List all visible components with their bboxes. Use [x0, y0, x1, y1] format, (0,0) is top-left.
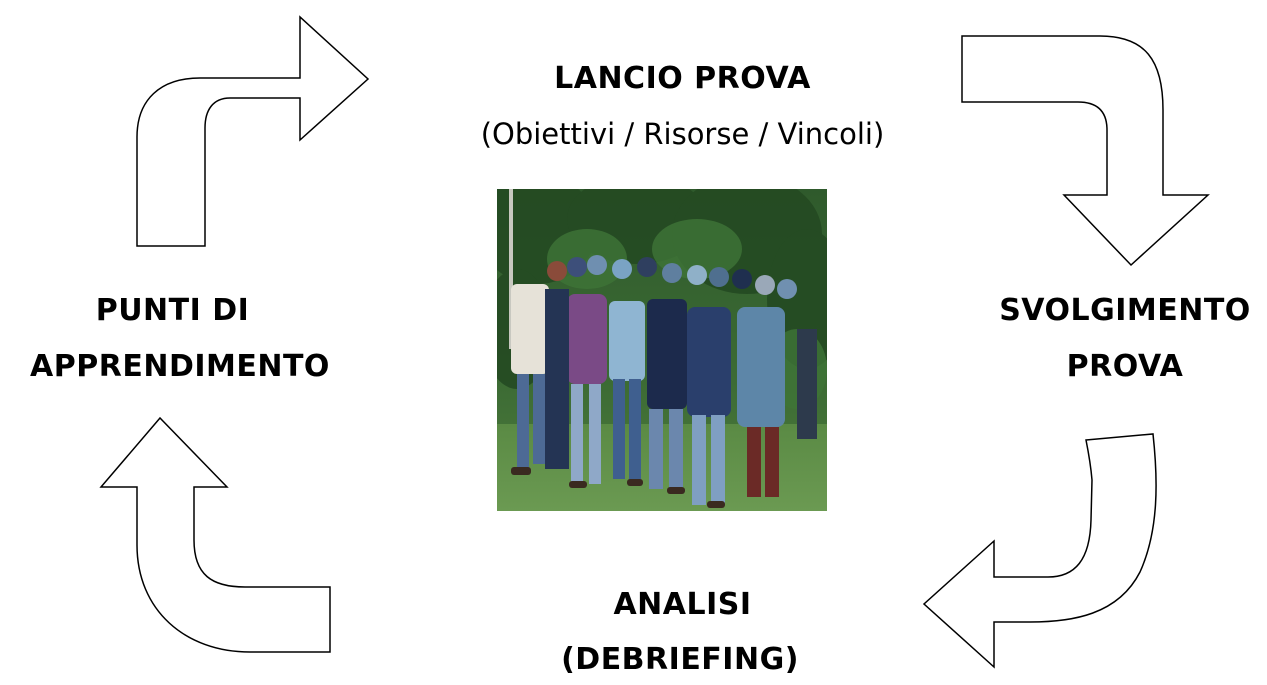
learning-title-line1: PUNTI DI [95, 293, 250, 328]
execution-title-line2: PROVA [1066, 349, 1184, 384]
arrow-execution-to-analysis-icon [922, 433, 1157, 669]
group-photo [497, 189, 827, 511]
launch-subtitle: (Obiettivi / Risorse / Vincoli) [480, 117, 885, 151]
arrow-analysis-to-learning-icon [99, 416, 331, 653]
arrow-launch-to-execution-icon [961, 35, 1210, 267]
launch-title: LANCIO PROVA [554, 61, 811, 96]
arrow-learning-to-launch-icon [136, 15, 370, 247]
analysis-title-line1: ANALISI [613, 587, 752, 622]
execution-title-line1: SVOLGIMENTO [999, 293, 1251, 328]
analysis-title-line2: (DEBRIEFING) [561, 642, 799, 677]
learning-title-line2: APPRENDIMENTO [30, 349, 330, 384]
